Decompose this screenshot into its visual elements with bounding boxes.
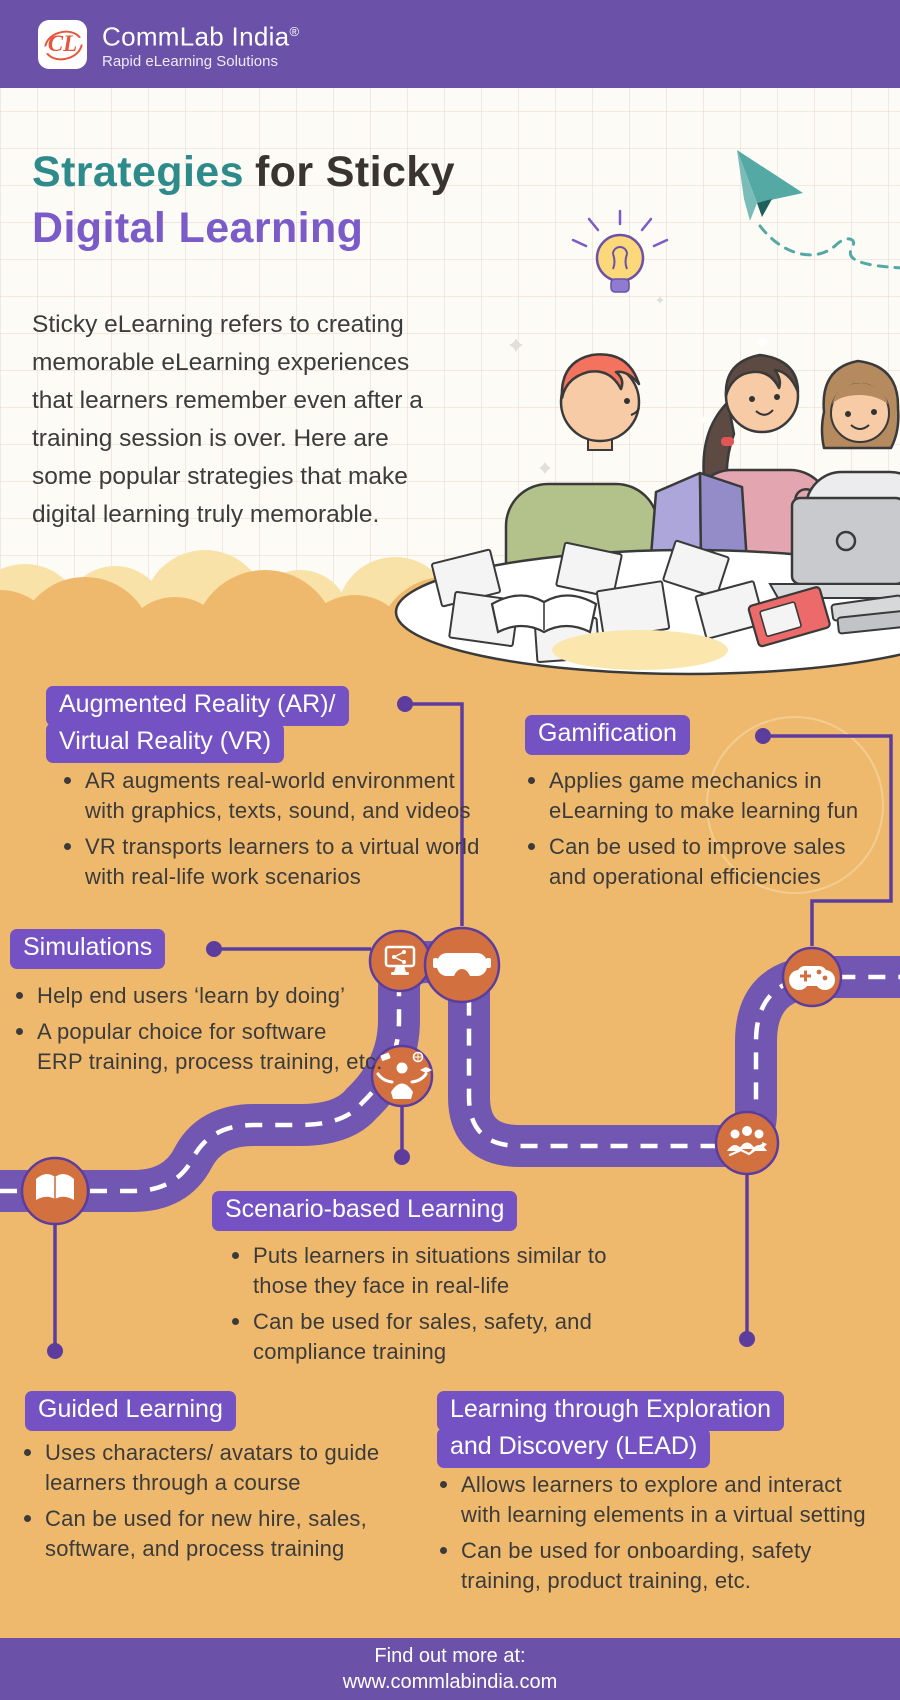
bullet-dot — [232, 1318, 239, 1325]
list-item: Can be used for onboarding, safety train… — [440, 1536, 866, 1596]
gamification-node — [781, 946, 843, 1008]
heading-simulations: Simulations — [10, 929, 166, 969]
logo-monogram: CL — [47, 31, 78, 56]
list-item: Can be used for new hire, sales, softwar… — [24, 1504, 379, 1564]
bullet-dot — [24, 1515, 31, 1522]
list-item: Applies game mechanics in eLearning to m… — [528, 766, 858, 826]
person-juggling-icon — [376, 1051, 432, 1099]
bullet-dot — [440, 1547, 447, 1554]
registered-mark: ® — [289, 24, 300, 40]
vr-headset-icon — [433, 953, 491, 976]
open-book-icon — [36, 1173, 74, 1200]
arvr-node — [423, 926, 501, 1004]
bullet-dot — [528, 777, 535, 784]
bullet-dot — [24, 1449, 31, 1456]
heading-arvr-line2: Virtual Reality (VR) — [46, 723, 285, 763]
footer-text: Find out more at: — [374, 1645, 526, 1667]
commlab-logo: CL — [38, 19, 87, 69]
list-item: AR augments real-world environment with … — [64, 766, 480, 826]
bullet-dot — [16, 992, 23, 999]
list-item: Puts learners in situations similar to t… — [232, 1241, 607, 1301]
simulations-bullets: Help end users ‘learn by doing’ A popula… — [16, 981, 383, 1077]
heading-lead-line1: Learning through Exploration — [437, 1391, 785, 1431]
footer-bar: Find out more at: www.commlabindia.com — [0, 1638, 900, 1700]
heading-lead-line2: and Discovery (LEAD) — [437, 1428, 711, 1468]
list-item: A popular choice for software ERP traini… — [16, 1017, 383, 1077]
heading-lead: Learning through Exploration and Discove… — [437, 1391, 785, 1468]
list-item: Uses characters/ avatars to guide learne… — [24, 1438, 379, 1498]
footer-website-link[interactable]: www.commlabindia.com — [342, 1671, 558, 1693]
brand-name: CommLab India® — [102, 18, 299, 51]
guided-node — [20, 1156, 90, 1226]
team-growth-icon — [727, 1126, 767, 1157]
heading-arvr-line1: Augmented Reality (AR)/ — [46, 686, 349, 726]
lead-bullets: Allows learners to explore and interact … — [440, 1470, 866, 1596]
gamification-bullets: Applies game mechanics in eLearning to m… — [528, 766, 858, 892]
header-bar: CL CommLab India® Rapid eLearning Soluti… — [0, 0, 900, 88]
heading-guided: Guided Learning — [25, 1391, 236, 1431]
list-item: Allows learners to explore and interact … — [440, 1470, 866, 1530]
heading-arvr: Augmented Reality (AR)/ Virtual Reality … — [46, 686, 349, 763]
title-word-strategies: Strategies — [32, 148, 244, 196]
intro-paragraph: Sticky eLearning refers to creating memo… — [32, 311, 423, 528]
monitor-share-icon — [384, 945, 416, 975]
list-item: Can be used to improve sales and operati… — [528, 832, 858, 892]
list-item: Can be used for sales, safety, and compl… — [232, 1307, 607, 1367]
list-item: Help end users ‘learn by doing’ — [16, 981, 383, 1011]
title-words-for-sticky: for Sticky — [254, 148, 455, 196]
brand-tagline: Rapid eLearning Solutions — [102, 52, 278, 70]
guided-bullets: Uses characters/ avatars to guide learne… — [24, 1438, 379, 1564]
heading-gamification: Gamification — [525, 715, 690, 755]
bullet-dot — [232, 1252, 239, 1259]
lead-node — [714, 1110, 780, 1176]
heading-scenario: Scenario-based Learning — [212, 1191, 518, 1231]
scenario-bullets: Puts learners in situations similar to t… — [232, 1241, 607, 1367]
brand-block: CommLab India® Rapid eLearning Solutions — [102, 18, 299, 70]
list-item: VR transports learners to a virtual worl… — [64, 832, 480, 892]
bullet-dot — [528, 843, 535, 850]
bullet-dot — [64, 843, 71, 850]
bullet-dot — [16, 1028, 23, 1035]
bullet-dot — [64, 777, 71, 784]
bullet-dot — [440, 1481, 447, 1488]
brand-text: CommLab India — [102, 21, 290, 52]
game-controller-icon — [789, 966, 835, 990]
arvr-bullets: AR augments real-world environment with … — [64, 766, 480, 892]
title-line2: Digital Learning — [32, 204, 364, 252]
